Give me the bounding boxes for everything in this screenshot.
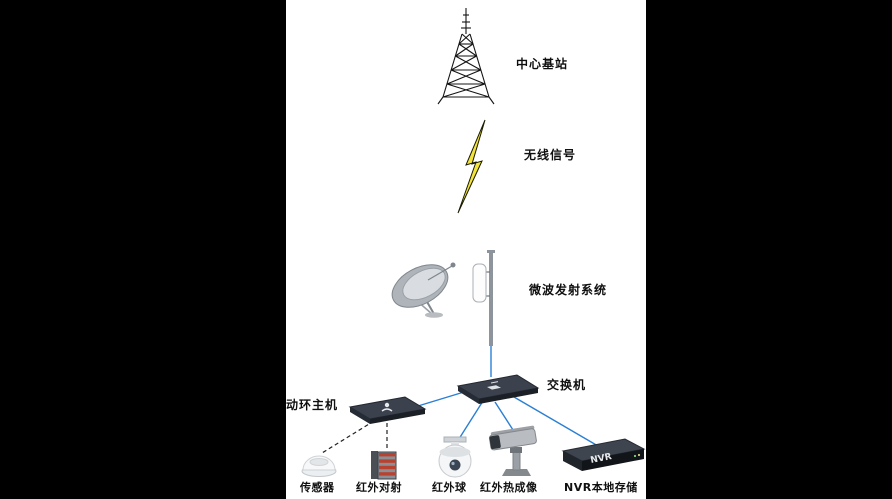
right-black-bar xyxy=(646,0,892,499)
label-ir-dome: 红外球 xyxy=(432,481,467,494)
diagram-canvas: NVR 中心基站 无线信号 微波发射系统 交换机 动环主机 传感器 红外对射 红… xyxy=(286,0,646,499)
label-env-host: 动环主机 xyxy=(286,398,339,412)
label-switch: 交换机 xyxy=(547,378,587,392)
diagram-graphics: NVR xyxy=(301,8,646,480)
nvr-front-text: NVR xyxy=(590,452,613,466)
antenna-pole-icon xyxy=(472,250,495,346)
left-black-bar xyxy=(0,0,286,499)
label-wireless-signal: 无线信号 xyxy=(524,148,577,162)
radio-tower-icon xyxy=(437,8,495,105)
link-switch-host xyxy=(417,391,465,407)
link-host-sensor xyxy=(321,420,375,454)
label-ir-beam: 红外对射 xyxy=(356,481,402,494)
ir-beam-icon xyxy=(371,451,397,480)
link-switch-ptz xyxy=(494,401,516,434)
ir-thermal-camera-icon xyxy=(488,425,537,476)
label-nvr-storage: NVR本地存储 xyxy=(564,481,638,494)
lightning-bolt-icon xyxy=(457,119,486,214)
link-switch-dome xyxy=(456,400,484,443)
env-host-icon xyxy=(348,396,427,424)
link-switch-nvr xyxy=(513,396,599,447)
ir-dome-camera-icon xyxy=(438,436,472,478)
label-base-station: 中心基站 xyxy=(516,57,569,71)
nvr-icon: NVR xyxy=(561,438,646,471)
label-sensor: 传感器 xyxy=(300,481,335,494)
connection-lines xyxy=(321,344,599,454)
switch-icon xyxy=(456,374,540,404)
sensor-icon xyxy=(301,455,337,477)
satellite-dish-icon xyxy=(391,262,456,318)
label-ir-thermal: 红外热成像 xyxy=(480,481,538,494)
label-microwave-system: 微波发射系统 xyxy=(529,283,608,297)
